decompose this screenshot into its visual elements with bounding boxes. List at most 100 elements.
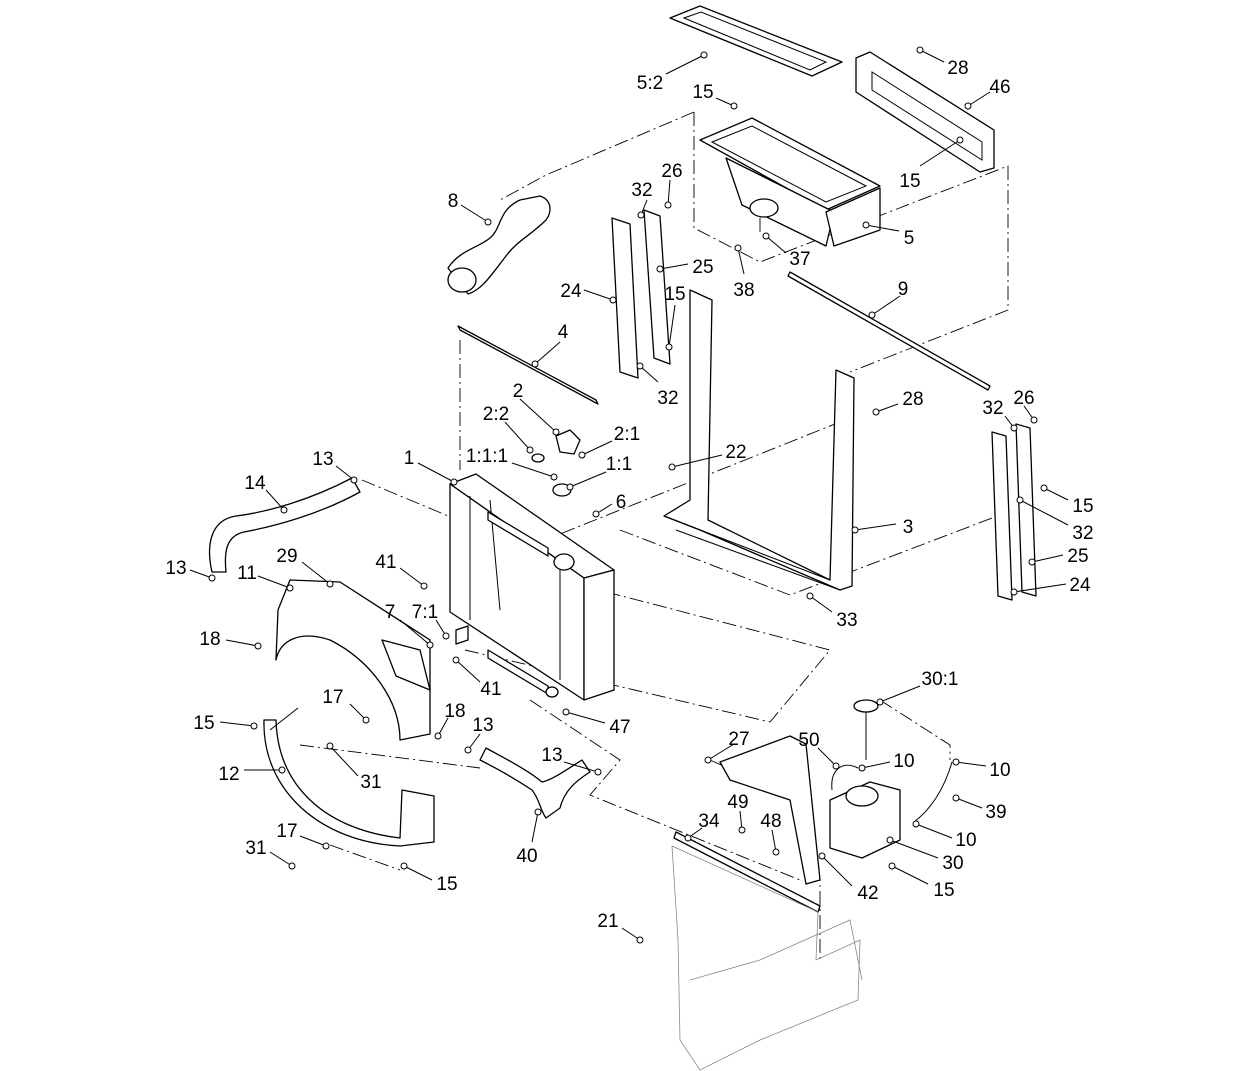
fastener-icon	[888, 862, 896, 870]
fastener-icon	[208, 574, 216, 582]
callout-label: 17	[276, 821, 297, 842]
fastener-icon	[868, 311, 876, 319]
callout-label: 13	[165, 558, 186, 579]
fastener-icon	[452, 656, 460, 664]
callout-label: 32	[1072, 523, 1093, 544]
fastener-icon	[762, 232, 770, 240]
leader-line	[269, 851, 293, 867]
callout-label: 7	[385, 602, 396, 623]
fastener-icon	[665, 343, 673, 351]
leader-line	[1019, 499, 1069, 526]
fastener-icon	[664, 201, 672, 209]
fastener-icon	[952, 758, 960, 766]
leader-line	[1013, 583, 1067, 593]
leader-line	[349, 703, 367, 721]
leader-line	[821, 855, 853, 887]
hose-part-40	[479, 747, 591, 819]
leader-line	[967, 91, 991, 107]
leader-line	[519, 398, 557, 433]
cap-part-2	[531, 429, 581, 463]
callout-label: 15	[193, 713, 214, 734]
fastener-icon	[862, 221, 870, 229]
fastener-icon	[772, 848, 780, 856]
fastener-icon	[636, 936, 644, 944]
fastener-icon	[450, 478, 458, 486]
callout-label: 40	[516, 846, 537, 867]
callout-label: 28	[947, 58, 968, 79]
fastener-icon	[700, 51, 708, 59]
fastener-icon	[832, 762, 840, 770]
callout-label: 12	[218, 764, 239, 785]
leader-line	[531, 811, 539, 843]
support-part-42	[719, 735, 821, 885]
fastener-icon	[1030, 416, 1038, 424]
leader-line	[1043, 487, 1069, 501]
callout-label: 21	[597, 911, 618, 932]
callout-label: 13	[541, 745, 562, 766]
leader-line	[879, 685, 921, 703]
callout-label: 2:1	[614, 424, 640, 445]
leader-line	[257, 575, 291, 589]
fastener-icon	[278, 766, 286, 774]
fastener-icon	[326, 742, 334, 750]
callout-label: 31	[245, 838, 266, 859]
fastener-icon	[464, 746, 472, 754]
leader-line	[403, 865, 433, 881]
callout-label: 7:1	[412, 602, 438, 623]
leader-line	[667, 179, 671, 206]
leader-lines	[189, 46, 1069, 944]
frame-part-3	[663, 289, 855, 591]
leader-line	[399, 567, 425, 587]
leader-line	[534, 341, 561, 365]
callout-label: 1:1:1	[466, 446, 508, 467]
callout-label: 29	[276, 546, 297, 567]
callout-label: 13	[312, 449, 333, 470]
callout-label: 41	[375, 552, 396, 573]
callout-label: 1	[404, 448, 415, 469]
callout-label: 30:1	[922, 669, 959, 690]
callout-label: 49	[727, 792, 748, 813]
fastener-icon	[531, 360, 539, 368]
fastener-icon	[280, 506, 288, 514]
callout-label: 38	[733, 280, 754, 301]
fastener-icon	[578, 451, 586, 459]
callout-label: 15	[692, 82, 713, 103]
fastener-icon	[550, 473, 558, 481]
callout-label: 27	[728, 729, 749, 750]
leader-line	[511, 462, 555, 478]
leader-line	[569, 471, 607, 488]
callout-label: 41	[480, 679, 501, 700]
leader-line	[583, 289, 614, 301]
leader-line	[299, 835, 327, 847]
callout-label: 4	[558, 322, 569, 343]
leader-line	[639, 365, 659, 383]
leader-line	[460, 204, 489, 223]
fastener-icon	[286, 584, 294, 592]
fastener-icon	[420, 582, 428, 590]
callout-label: 48	[760, 811, 781, 832]
fastener-icon	[400, 862, 408, 870]
callout-label: 31	[360, 772, 381, 793]
chassis-outline	[671, 845, 863, 1071]
fastener-icon	[434, 732, 442, 740]
callout-label: 8	[448, 191, 459, 212]
callout-label: 47	[609, 717, 630, 738]
leader-line	[955, 797, 983, 809]
leader-line	[707, 743, 735, 761]
fastener-icon	[858, 764, 866, 772]
shroud-part-12	[263, 707, 435, 847]
callout-label: 1:1	[606, 454, 632, 475]
callout-label: 24	[560, 281, 582, 302]
fastener-icon	[1010, 424, 1018, 432]
callout-label: 15	[436, 874, 457, 895]
fastener-icon	[362, 716, 370, 724]
callout-label: 9	[898, 279, 909, 300]
leader-line	[265, 489, 285, 511]
leader-line	[665, 54, 705, 75]
leader-line	[955, 761, 987, 767]
callout-label: 26	[661, 161, 682, 182]
leader-line	[919, 139, 961, 167]
leader-line	[737, 247, 745, 275]
callout-label: 2	[513, 381, 524, 402]
